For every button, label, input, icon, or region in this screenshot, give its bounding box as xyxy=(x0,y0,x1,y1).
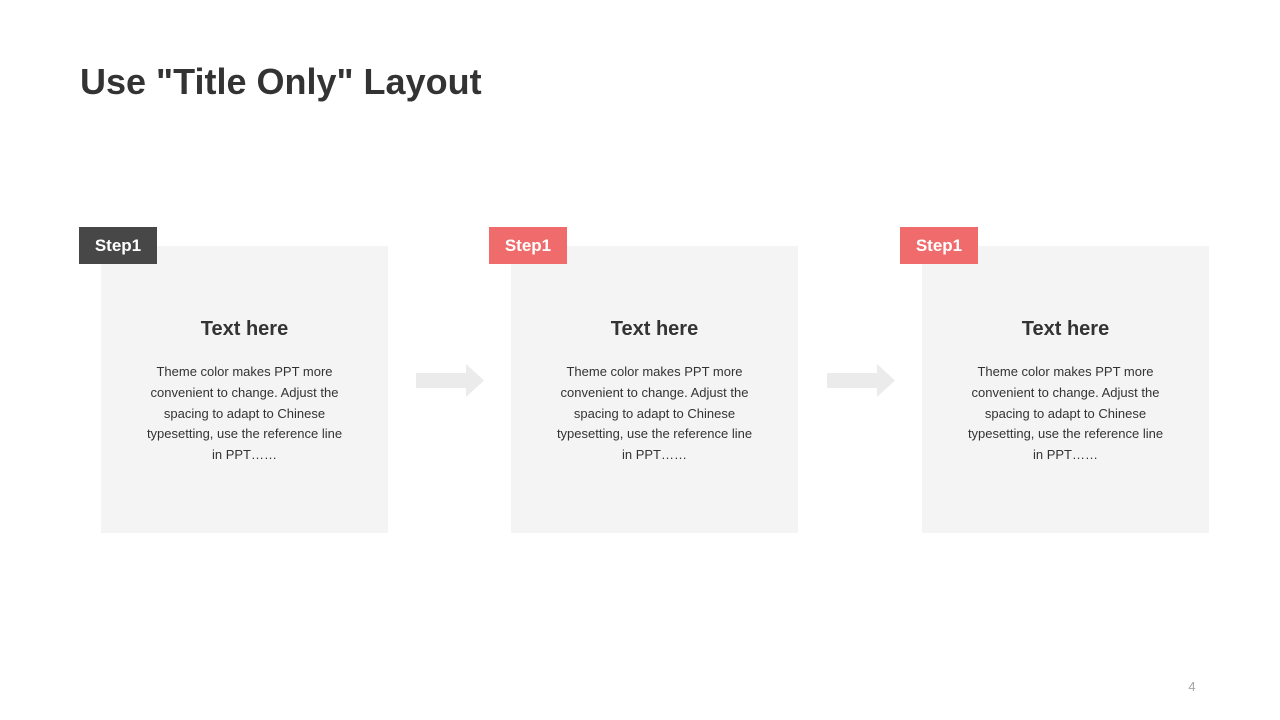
step-card-3: Text here Theme color makes PPT more con… xyxy=(922,246,1209,533)
step-tag-2: Step1 xyxy=(489,227,567,264)
step-heading-2: Text here xyxy=(610,318,699,340)
step-card-1: Text here Theme color makes PPT more con… xyxy=(101,246,388,533)
slide-title: Use "Title Only" Layout xyxy=(80,61,482,102)
arrow-right-icon xyxy=(827,364,895,397)
step-tag-1: Step1 xyxy=(79,227,157,264)
step-body-3: Theme color makes PPT more convenient to… xyxy=(967,364,1164,463)
step-tag-3: Step1 xyxy=(900,227,978,264)
step-card-2: Text here Theme color makes PPT more con… xyxy=(511,246,798,533)
step-body-1: Theme color makes PPT more convenient to… xyxy=(146,364,343,463)
step-heading-1: Text here xyxy=(200,318,289,340)
step-body-2: Theme color makes PPT more convenient to… xyxy=(556,364,753,463)
page-number: 4 xyxy=(1188,679,1196,694)
step-heading-3: Text here xyxy=(1021,318,1110,340)
arrow-right-icon xyxy=(416,364,484,397)
